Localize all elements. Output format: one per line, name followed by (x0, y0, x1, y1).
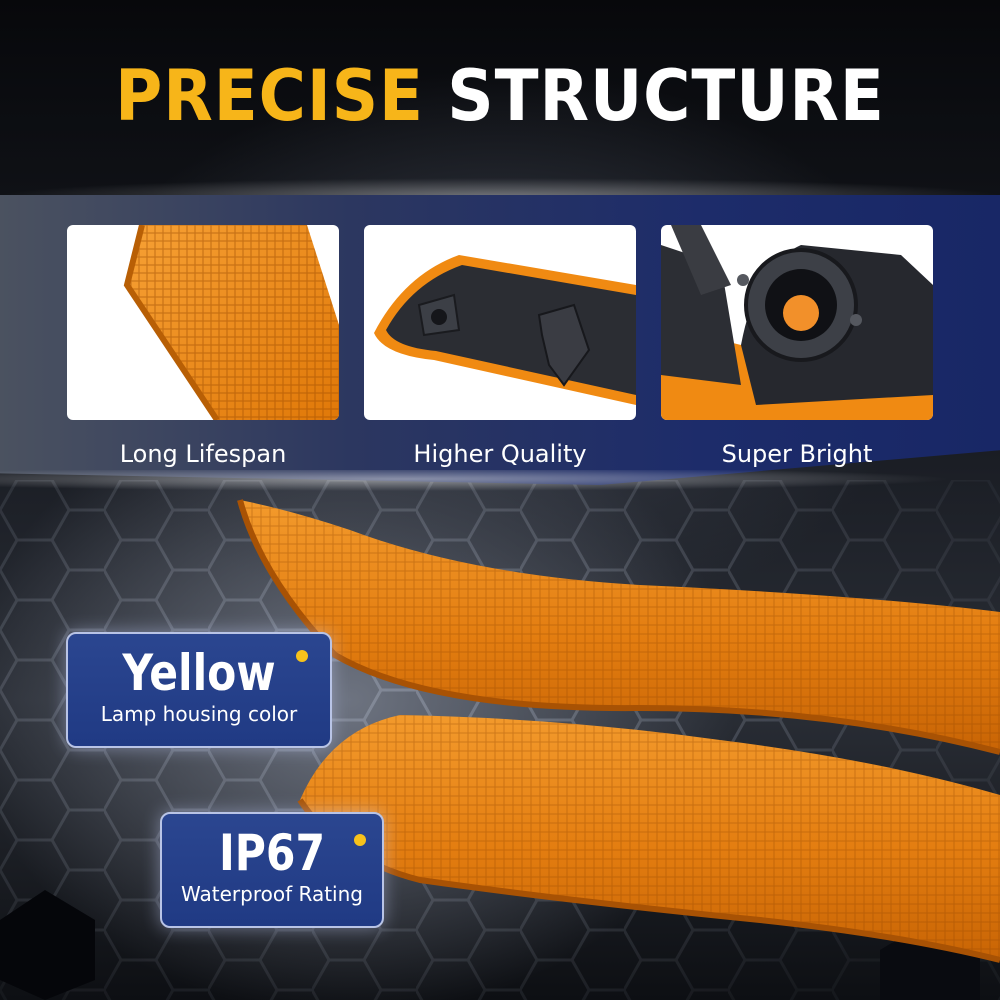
feature-card-higher-quality (364, 225, 636, 420)
lamp-back-housing-icon (374, 255, 636, 405)
lamp-lens-closeup-icon (123, 225, 339, 420)
feature-label-long-lifespan: Long Lifespan (119, 440, 287, 468)
bulb-socket-icon (661, 225, 933, 420)
badge-waterproof-rating-subtitle: Waterproof Rating (181, 882, 363, 906)
badge-accent-dot (354, 834, 366, 846)
upper-lamp-lens (237, 499, 1000, 755)
feature-card-long-lifespan (67, 225, 339, 420)
band-bottom-highlight (0, 470, 1000, 500)
feature-label-higher-quality: Higher Quality (413, 440, 587, 468)
amber-side-marker-lamps (237, 499, 1000, 963)
page-title: PRECISE STRUCTURE (40, 55, 960, 137)
badge-waterproof-rating-title: IP67 (218, 824, 326, 882)
lower-lamp-lens (297, 715, 1000, 963)
title-part-1: PRECISE (115, 55, 424, 137)
feature-label-super-bright: Super Bright (721, 440, 873, 468)
badge-housing-color: Yellow Lamp housing color (66, 632, 332, 748)
badge-waterproof-rating: IP67 Waterproof Rating (160, 812, 384, 928)
title-part-2: STRUCTURE (447, 55, 885, 137)
feature-card-super-bright (661, 225, 933, 420)
badge-housing-color-subtitle: Lamp housing color (100, 702, 298, 726)
badge-housing-color-title: Yellow (122, 644, 276, 702)
badge-accent-dot (296, 650, 308, 662)
